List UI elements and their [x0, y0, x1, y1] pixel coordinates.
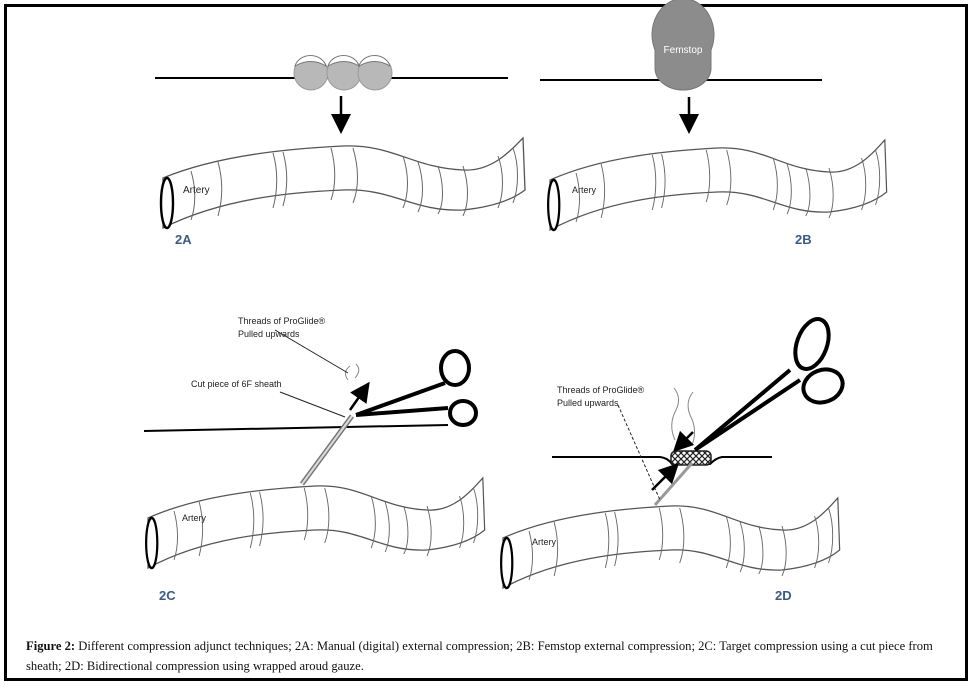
annotation-pulled: Pulled upwards — [238, 329, 300, 339]
artery-label: Artery — [183, 185, 210, 196]
caption-text: Different compression adjunct techniques… — [26, 639, 933, 673]
figure-illustration: Artery 2A Femstop Artery 2B Threads of P… — [143, 0, 888, 603]
panel-2a: Artery 2A — [155, 55, 527, 247]
panel-label-2a: 2A — [175, 232, 192, 247]
annotation-threads: Threads of ProGlide® — [238, 316, 326, 326]
skin-line — [143, 424, 449, 432]
panel-label-2b: 2B — [795, 232, 812, 247]
skin-line — [552, 456, 772, 465]
forceps-icon — [355, 349, 478, 427]
artery-label: Artery — [572, 185, 597, 195]
annotation-sheath: Cut piece of 6F sheath — [191, 379, 282, 389]
caption-prefix: Figure 2: — [26, 639, 76, 653]
figure-frame — [4, 4, 968, 681]
sheath-piece — [653, 462, 694, 506]
forceps-icon — [693, 317, 845, 452]
up-arrow — [348, 381, 370, 411]
artery-label: Artery — [182, 513, 207, 523]
panel-label-2c: 2C — [159, 588, 176, 603]
annotation-pointer — [617, 404, 661, 501]
panel-2c: Threads of ProGlide® Pulled upwards Cut … — [143, 316, 486, 603]
threads — [344, 363, 360, 381]
annotation-threads: Threads of ProGlide® — [557, 385, 645, 395]
artery — [144, 476, 486, 570]
artery — [546, 138, 888, 232]
up-arrow — [651, 462, 680, 491]
panel-label-2d: 2D — [775, 588, 792, 603]
finger-pads — [293, 55, 393, 91]
figure-caption: Figure 2: Different compression adjunct … — [26, 636, 966, 676]
down-arrow — [672, 430, 695, 453]
threads — [671, 387, 696, 446]
artery-label: Artery — [532, 537, 557, 547]
artery — [159, 136, 527, 230]
annotation-pulled: Pulled upwards — [557, 398, 619, 408]
panel-2d: Threads of ProGlide® Pulled upwards Arte… — [499, 317, 845, 603]
annotation-pointer — [274, 329, 349, 374]
annotation-pointer — [279, 391, 346, 418]
femstop-label: Femstop — [664, 45, 703, 56]
panel-2b: Femstop Artery 2B — [540, 0, 888, 247]
femstop-device — [651, 0, 715, 91]
